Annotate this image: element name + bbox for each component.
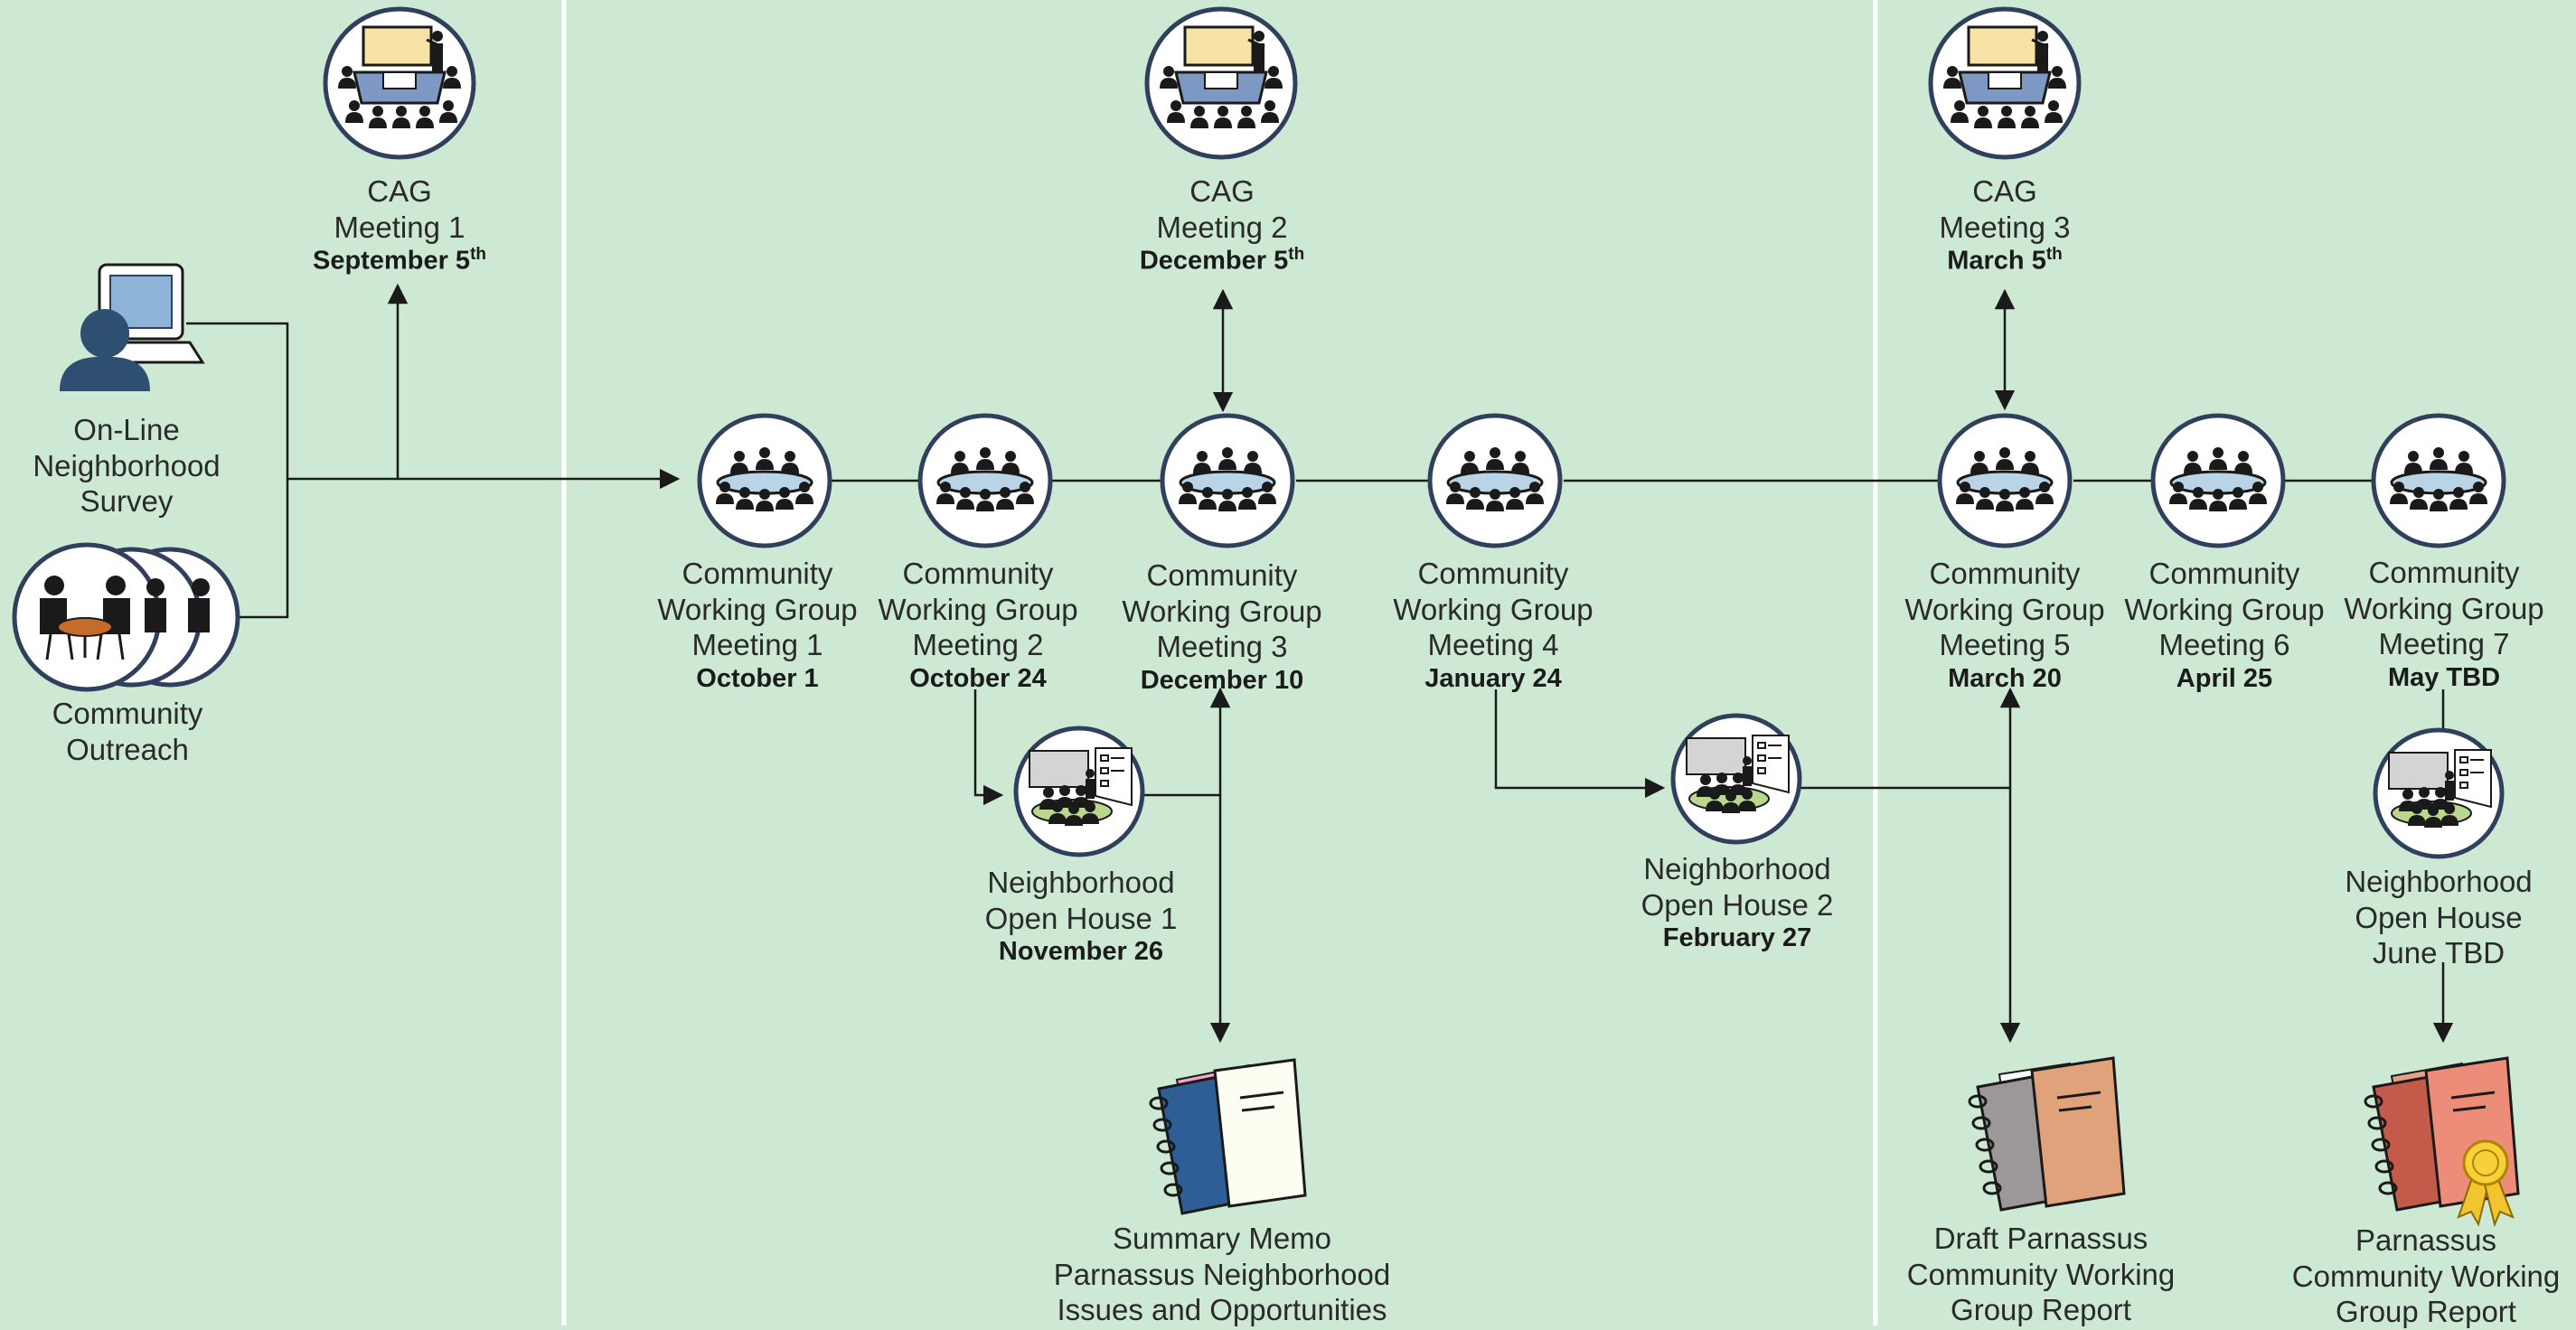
open-house-1-icon	[1016, 728, 1142, 855]
notebook-final-award-icon	[2364, 1056, 2520, 1228]
working-group-4-icon	[1430, 416, 1560, 546]
open-house-3-label: Neighborhood Open House June TBD	[2345, 865, 2533, 970]
working-group-2-label: Community Working Group Meeting 2 Octobe…	[878, 557, 1078, 693]
working-group-6-label: Community Working Group Meeting 6 April …	[2124, 557, 2325, 693]
working-group-1-label: Community Working Group Meeting 1 Octobe…	[657, 557, 858, 693]
draft-report-label: Draft Parnassus Community Working Group …	[1906, 1222, 2176, 1327]
open-house-3-icon	[2375, 730, 2502, 857]
cag-meeting-3-label: CAG Meeting 3 March 5th	[1939, 174, 2071, 276]
working-group-2-icon	[920, 416, 1050, 546]
cag-meeting-1-icon	[325, 9, 474, 157]
working-group-3-icon	[1162, 416, 1293, 546]
survey-label: On-Line Neighborhood Survey	[33, 413, 221, 519]
cag-meeting-2-icon	[1147, 9, 1295, 157]
working-group-6-icon	[2153, 416, 2283, 546]
notebook-memo-icon	[1149, 1058, 1307, 1215]
working-group-5-label: Community Working Group Meeting 5 March …	[1904, 557, 2105, 693]
open-house-2-label: Neighborhood Open House 2 February 27	[1641, 852, 1834, 953]
working-group-3-label: Community Working Group Meeting 3 Decemb…	[1122, 558, 1322, 695]
working-group-7-label: Community Working Group Meeting 7 May TB…	[2344, 556, 2544, 692]
open-house-1-label: Neighborhood Open House 1 November 26	[984, 866, 1178, 967]
community-outreach-label: Community Outreach	[52, 697, 203, 766]
summary-memo-label: Summary Memo Parnassus Neighborhood Issu…	[1053, 1222, 1391, 1327]
open-house-2-icon	[1673, 716, 1800, 842]
notebook-draft-icon	[1968, 1056, 2126, 1212]
group-discussion-icon	[12, 542, 240, 692]
working-group-5-icon	[1940, 416, 2070, 546]
connectors	[186, 283, 2454, 1044]
cag-meeting-3-icon	[1931, 9, 2079, 157]
final-report-label: Parnassus Community Working Group Report	[2291, 1223, 2561, 1329]
computer-user-icon	[60, 263, 205, 391]
working-group-4-label: Community Working Group Meeting 4 Januar…	[1393, 557, 1594, 693]
working-group-7-icon	[2374, 416, 2504, 546]
cag-meeting-1-label: CAG Meeting 1 September 5th	[312, 174, 487, 276]
working-group-1-icon	[700, 416, 830, 546]
cag-meeting-2-label: CAG Meeting 2 December 5th	[1139, 174, 1305, 276]
